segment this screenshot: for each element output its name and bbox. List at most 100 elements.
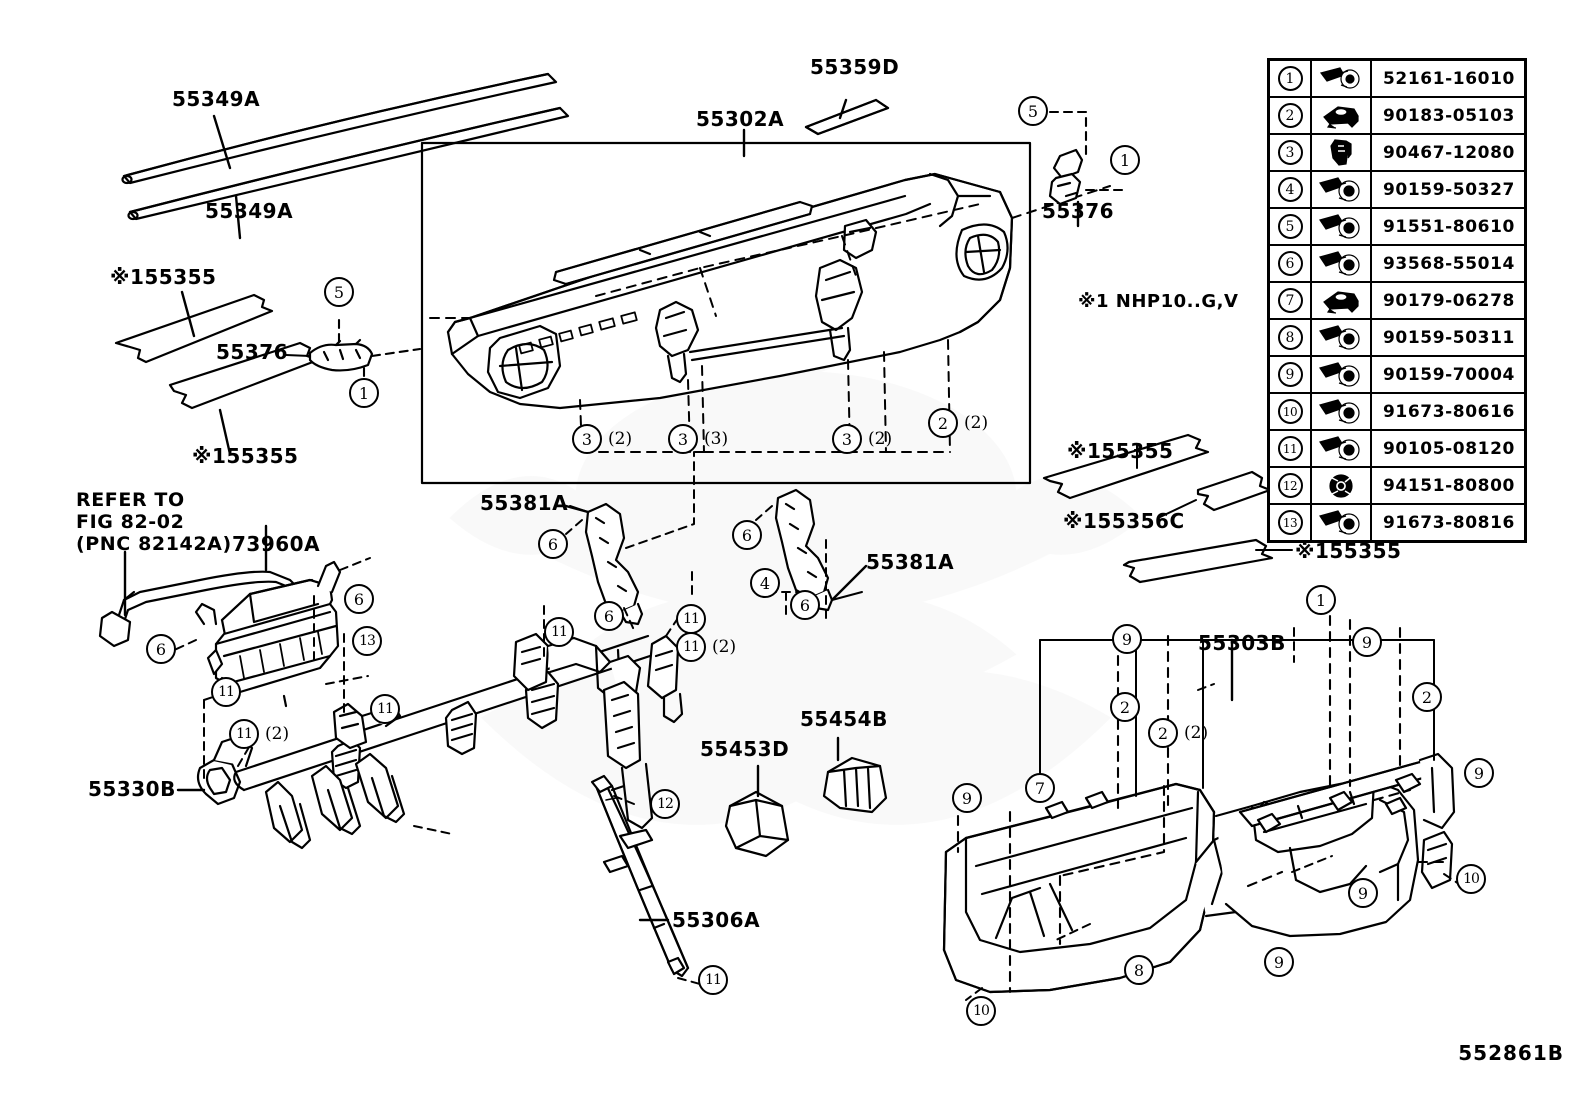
parts-legend-index: 4 bbox=[1267, 170, 1312, 209]
part-label-55454b: 55454B bbox=[800, 707, 888, 731]
part-label-155355-right-upper: ※155355 bbox=[1067, 439, 1174, 463]
callout-10-a: 10 bbox=[1456, 864, 1486, 894]
circled-number: 8 bbox=[1277, 325, 1303, 350]
parts-legend-index: 3 bbox=[1267, 133, 1312, 172]
callout-6-airbag-2: 6 bbox=[146, 634, 176, 664]
part-number: 52161-16010 bbox=[1370, 58, 1527, 98]
callout-2-r1: 2 bbox=[1110, 692, 1140, 722]
callout-9-e: 9 bbox=[1348, 878, 1378, 908]
parts-legend-row: 4 90159-50327 bbox=[1267, 170, 1527, 209]
callout-2-r2-qty: (2) bbox=[1184, 723, 1209, 743]
footnote-nhp10: ※1 NHP10..G,V bbox=[1078, 291, 1239, 312]
callout-10-b: 10 bbox=[966, 996, 996, 1026]
part-number: 91673-80616 bbox=[1370, 392, 1527, 431]
part-label-55453d: 55453D bbox=[700, 737, 790, 761]
clip-nut-icon bbox=[1310, 281, 1372, 320]
parts-legend-index: 10 bbox=[1267, 392, 1312, 431]
circled-number: 5 bbox=[1277, 214, 1303, 239]
callout-3-a: 3 bbox=[572, 424, 602, 454]
callout-9-b: 9 bbox=[1352, 627, 1382, 657]
callout-11-mid2-qty: (2) bbox=[712, 637, 737, 657]
callout-7: 7 bbox=[1025, 773, 1055, 803]
parts-legend-row: 13 91673-80816 bbox=[1267, 503, 1527, 543]
parts-legend-index: 8 bbox=[1267, 318, 1312, 357]
parts-legend-index: 12 bbox=[1267, 466, 1312, 505]
callout-9-a: 9 bbox=[1112, 624, 1142, 654]
callout-6-right-1: 6 bbox=[732, 520, 762, 550]
callout-3-b: 3 bbox=[668, 424, 698, 454]
callout-1-left: 1 bbox=[349, 378, 379, 408]
callout-8: 8 bbox=[1124, 955, 1154, 985]
bolt-icon bbox=[1310, 170, 1372, 209]
callout-1-top: 1 bbox=[1110, 145, 1140, 175]
clip-nut-icon bbox=[1310, 96, 1372, 135]
circled-number: 6 bbox=[1277, 251, 1303, 276]
circled-number: 4 bbox=[1277, 177, 1303, 202]
callout-13-airbag: 13 bbox=[352, 626, 382, 656]
refer-to-line-1: REFER TO bbox=[76, 489, 185, 511]
callout-12: 12 bbox=[650, 789, 680, 819]
parts-legend-row: 1 52161-16010 bbox=[1267, 58, 1527, 98]
part-label-55381a-right: 55381A bbox=[866, 550, 955, 574]
part-label-55376-right: 55376 bbox=[1042, 199, 1115, 223]
callout-11-center: 11 bbox=[544, 617, 574, 647]
part-label-155356c: ※155356C bbox=[1063, 509, 1185, 533]
callout-6-right-2: 6 bbox=[790, 590, 820, 620]
part-label-73960a: 73960A bbox=[232, 532, 321, 556]
parts-legend-index: 7 bbox=[1267, 281, 1312, 320]
callout-3-b-qty: (3) bbox=[704, 429, 729, 449]
callout-11-mid2: 11 bbox=[676, 632, 706, 662]
parts-legend-index: 13 bbox=[1267, 503, 1312, 543]
circled-number: 2 bbox=[1277, 103, 1303, 128]
bolt-icon bbox=[1310, 244, 1372, 283]
callout-9-d: 9 bbox=[1464, 758, 1494, 788]
refer-to-line-2: FIG 82-02 bbox=[76, 511, 185, 533]
nut-icon bbox=[1310, 466, 1372, 505]
parts-legend-row: 6 93568-55014 bbox=[1267, 244, 1527, 283]
callout-5-top: 5 bbox=[1018, 96, 1048, 126]
clip-icon bbox=[1310, 133, 1372, 172]
part-number: 90159-50327 bbox=[1370, 170, 1527, 209]
part-number: 90159-50311 bbox=[1370, 318, 1527, 357]
callout-11-bl: 11 bbox=[211, 677, 241, 707]
callout-3-a-qty: (2) bbox=[608, 429, 633, 449]
part-number: 91673-80816 bbox=[1370, 503, 1527, 543]
parts-legend-index: 5 bbox=[1267, 207, 1312, 246]
callout-4-right: 4 bbox=[750, 568, 780, 598]
part-number: 90105-08120 bbox=[1370, 429, 1527, 468]
callout-2-a-qty: (2) bbox=[964, 413, 989, 433]
callout-6-left-1: 6 bbox=[538, 529, 568, 559]
part-number: 93568-55014 bbox=[1370, 244, 1527, 283]
callout-2-r3: 2 bbox=[1412, 682, 1442, 712]
callout-2-a: 2 bbox=[928, 408, 958, 438]
callout-9-c: 9 bbox=[952, 783, 982, 813]
bolt-icon bbox=[1310, 503, 1372, 543]
callout-11-mid: 11 bbox=[676, 604, 706, 634]
figure-id: 552861B bbox=[1458, 1041, 1564, 1065]
callout-5-left: 5 bbox=[324, 277, 354, 307]
circled-number: 3 bbox=[1277, 140, 1303, 165]
part-label-55302a: 55302A bbox=[696, 107, 785, 131]
callout-1-right: 1 bbox=[1306, 585, 1336, 615]
bolt-icon bbox=[1310, 429, 1372, 468]
bolt-icon bbox=[1310, 318, 1372, 357]
bolt-icon bbox=[1310, 355, 1372, 394]
circled-number: 7 bbox=[1277, 288, 1303, 313]
part-label-55303b: 55303B bbox=[1198, 631, 1286, 655]
callout-6-left-2: 6 bbox=[594, 601, 624, 631]
callout-9-f: 9 bbox=[1264, 947, 1294, 977]
parts-legend-row: 10 91673-80616 bbox=[1267, 392, 1527, 431]
part-label-155355-a: ※155355 bbox=[110, 265, 217, 289]
callout-3-c: 3 bbox=[832, 424, 862, 454]
circled-number: 1 bbox=[1277, 66, 1303, 91]
part-label-55349a-top: 55349A bbox=[172, 87, 261, 111]
